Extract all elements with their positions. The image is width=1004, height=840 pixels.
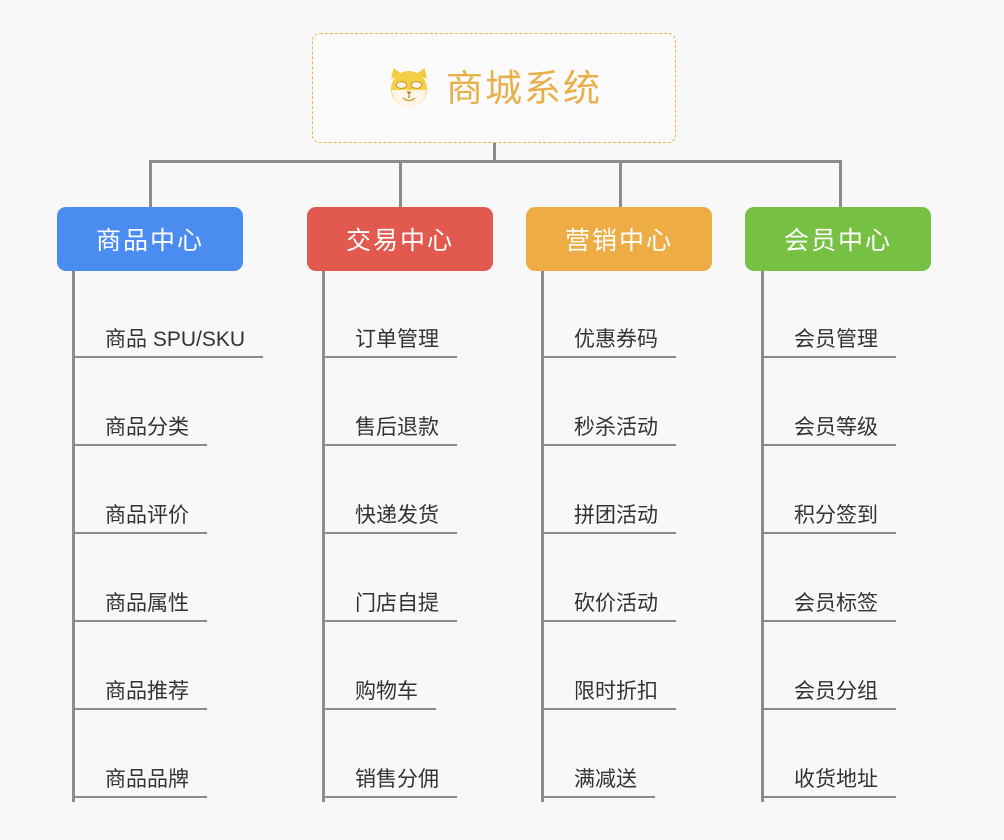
connector-horizontal-bus [149, 160, 842, 163]
leaf-item[interactable]: 收货地址 [764, 710, 896, 798]
category-label: 商品中心 [95, 227, 204, 255]
connector-drop-2 [399, 160, 402, 208]
root-title: 商城系统 [446, 67, 602, 109]
leaf-label: 商品评价 [75, 503, 207, 534]
root-node[interactable]: 商城系统 [312, 33, 676, 143]
leaf-item[interactable]: 会员等级 [764, 358, 896, 446]
leaf-label: 会员分组 [764, 679, 896, 710]
leaf-label: 会员标签 [764, 591, 896, 622]
shiba-dog-face-icon [386, 65, 432, 111]
category-header-1[interactable]: 商品中心 [57, 207, 243, 271]
leaf-label: 商品推荐 [75, 679, 207, 710]
leaf-item[interactable]: 会员管理 [764, 270, 896, 358]
leaf-item[interactable]: 售后退款 [325, 358, 457, 446]
leaf-item[interactable]: 订单管理 [325, 270, 457, 358]
leaf-label: 拼团活动 [544, 503, 676, 534]
category-header-2[interactable]: 交易中心 [307, 207, 493, 271]
leaf-item[interactable]: 满减送 [544, 710, 655, 798]
leaf-item[interactable]: 门店自提 [325, 534, 457, 622]
leaf-label: 门店自提 [325, 591, 457, 622]
branch-trunk [541, 271, 544, 802]
leaf-label: 满减送 [544, 767, 655, 798]
branch-trunk [761, 271, 764, 802]
category-label: 交易中心 [345, 227, 454, 255]
leaf-label: 积分签到 [764, 503, 896, 534]
leaf-label: 会员等级 [764, 415, 896, 446]
leaf-label: 砍价活动 [544, 591, 676, 622]
leaf-item[interactable]: 秒杀活动 [544, 358, 676, 446]
leaf-label: 商品 SPU/SKU [75, 327, 264, 358]
category-header-3[interactable]: 营销中心 [526, 207, 712, 271]
category-label: 营销中心 [564, 227, 673, 255]
leaf-item[interactable]: 拼团活动 [544, 446, 676, 534]
connector-drop-3 [619, 160, 622, 208]
leaf-item[interactable]: 砍价活动 [544, 534, 676, 622]
leaf-item[interactable]: 商品品牌 [75, 710, 207, 798]
leaf-label: 销售分佣 [325, 767, 457, 798]
leaf-label: 收货地址 [764, 767, 896, 798]
leaf-item[interactable]: 商品推荐 [75, 622, 207, 710]
leaf-item[interactable]: 限时折扣 [544, 622, 676, 710]
leaf-item[interactable]: 商品评价 [75, 446, 207, 534]
leaf-label: 订单管理 [325, 327, 457, 358]
leaf-label: 秒杀活动 [544, 415, 676, 446]
connector-drop-4 [839, 160, 842, 208]
leaf-item[interactable]: 会员标签 [764, 534, 896, 622]
leaf-item[interactable]: 购物车 [325, 622, 436, 710]
branch-trunk [72, 271, 75, 802]
leaf-item[interactable]: 会员分组 [764, 622, 896, 710]
leaf-item[interactable]: 商品 SPU/SKU [75, 270, 264, 358]
leaf-item[interactable]: 商品属性 [75, 534, 207, 622]
category-header-4[interactable]: 会员中心 [745, 207, 931, 271]
leaf-label: 优惠券码 [544, 327, 676, 358]
branch-trunk [322, 271, 325, 802]
leaf-label: 快递发货 [325, 503, 457, 534]
leaf-item[interactable]: 积分签到 [764, 446, 896, 534]
leaf-label: 会员管理 [764, 327, 896, 358]
leaf-label: 售后退款 [325, 415, 457, 446]
leaf-item[interactable]: 销售分佣 [325, 710, 457, 798]
category-label: 会员中心 [783, 227, 892, 255]
connector-drop-1 [149, 160, 152, 208]
leaf-label: 商品分类 [75, 415, 207, 446]
leaf-item[interactable]: 快递发货 [325, 446, 457, 534]
leaf-label: 商品品牌 [75, 767, 207, 798]
leaf-label: 购物车 [325, 679, 436, 710]
leaf-item[interactable]: 优惠券码 [544, 270, 676, 358]
leaf-label: 商品属性 [75, 591, 207, 622]
leaf-item[interactable]: 商品分类 [75, 358, 207, 446]
leaf-label: 限时折扣 [544, 679, 676, 710]
connector-root-stem [493, 143, 496, 163]
